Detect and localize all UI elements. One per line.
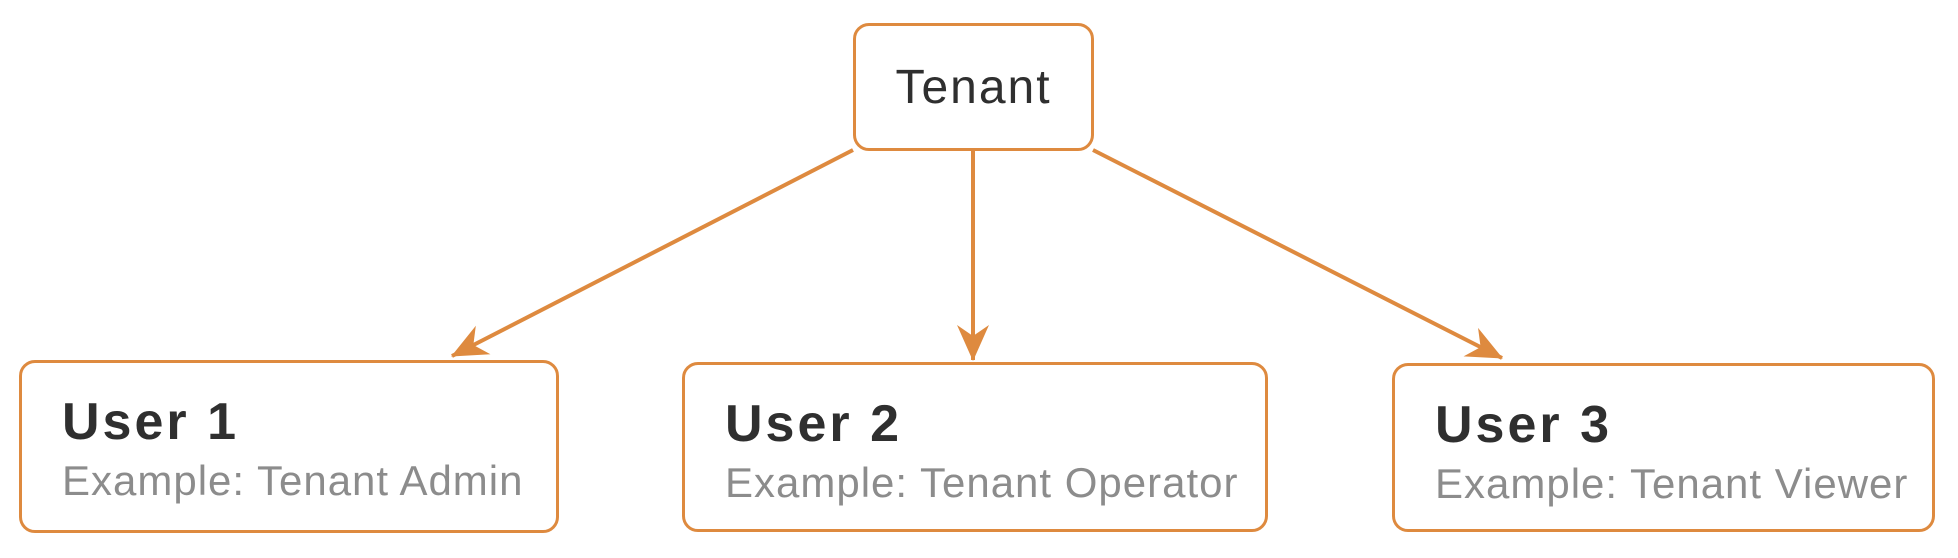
node-user-1: User 1 Example: Tenant Admin — [19, 360, 559, 533]
node-user-1-subtitle: Example: Tenant Admin — [62, 457, 524, 505]
node-user-2-title: User 2 — [725, 395, 902, 453]
edge-tenant-user1 — [451, 148, 854, 358]
node-tenant: Tenant — [853, 23, 1094, 151]
node-user-3-title: User 3 — [1435, 396, 1612, 454]
edge-tenant-user3 — [1092, 148, 1503, 360]
node-tenant-label: Tenant — [895, 60, 1052, 114]
node-user-2-subtitle: Example: Tenant Operator — [725, 459, 1239, 507]
node-user-1-title: User 1 — [62, 393, 239, 451]
node-user-3: User 3 Example: Tenant Viewer — [1392, 363, 1935, 532]
node-user-3-subtitle: Example: Tenant Viewer — [1435, 460, 1909, 508]
node-user-2: User 2 Example: Tenant Operator — [682, 362, 1268, 532]
